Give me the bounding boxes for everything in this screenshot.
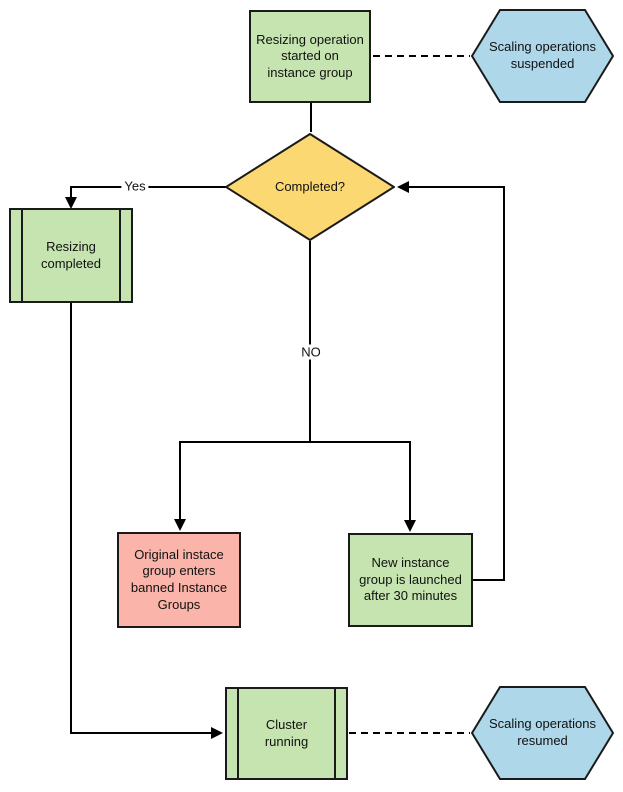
predefined-inner-bar-left (21, 210, 23, 301)
node-resumed-label: Scaling operations resumed (489, 716, 596, 748)
diamond-shape (225, 133, 395, 241)
hexagon-shape (471, 686, 614, 780)
node-cluster-label: Cluster running (264, 716, 309, 749)
node-resizing-completed: Resizing completed (9, 208, 133, 303)
arrowhead-yes (65, 197, 77, 209)
node-banned: Original instace group enters banned Ins… (117, 532, 241, 628)
node-suspended: Scaling operations suspended (471, 9, 614, 103)
node-new-group: New instance group is launched after 30 … (348, 533, 473, 627)
node-resizing-completed-label: Resizing completed (41, 238, 101, 271)
hexagon-suspended-shape (471, 9, 614, 103)
node-resumed: Scaling operations resumed (471, 686, 614, 780)
arrowhead-new-group (404, 520, 416, 532)
edge-label-yes: Yes (121, 178, 149, 194)
node-start: Resizing operation started on instance g… (249, 10, 371, 103)
edge-loop-to-completed (408, 186, 505, 581)
decision-diamond-shape (225, 133, 395, 241)
node-start-label: Resizing operation started on instance g… (256, 31, 364, 80)
predefined-inner-bar-right (119, 210, 121, 301)
node-suspended-label: Scaling operations suspended (489, 39, 596, 71)
hexagon-resumed-shape (471, 686, 614, 780)
predefined-inner-bar-right (334, 689, 336, 778)
arrowhead-loop (397, 181, 409, 193)
arrowhead-banned (174, 519, 186, 531)
node-completed: Completed? (225, 133, 395, 241)
predefined-inner-bar-left (237, 689, 239, 778)
edge-yes (70, 186, 226, 198)
node-new-group-label: New instance group is launched after 30 … (359, 555, 462, 604)
node-banned-label: Original instace group enters banned Ins… (130, 546, 228, 612)
node-completed-label: Completed? (274, 178, 346, 194)
hexagon-shape (471, 9, 614, 103)
edge-label-no: NO (298, 344, 324, 360)
edge-resizing-to-cluster (70, 303, 212, 734)
node-cluster: Cluster running (225, 687, 348, 780)
arrowhead-cluster (211, 727, 223, 739)
